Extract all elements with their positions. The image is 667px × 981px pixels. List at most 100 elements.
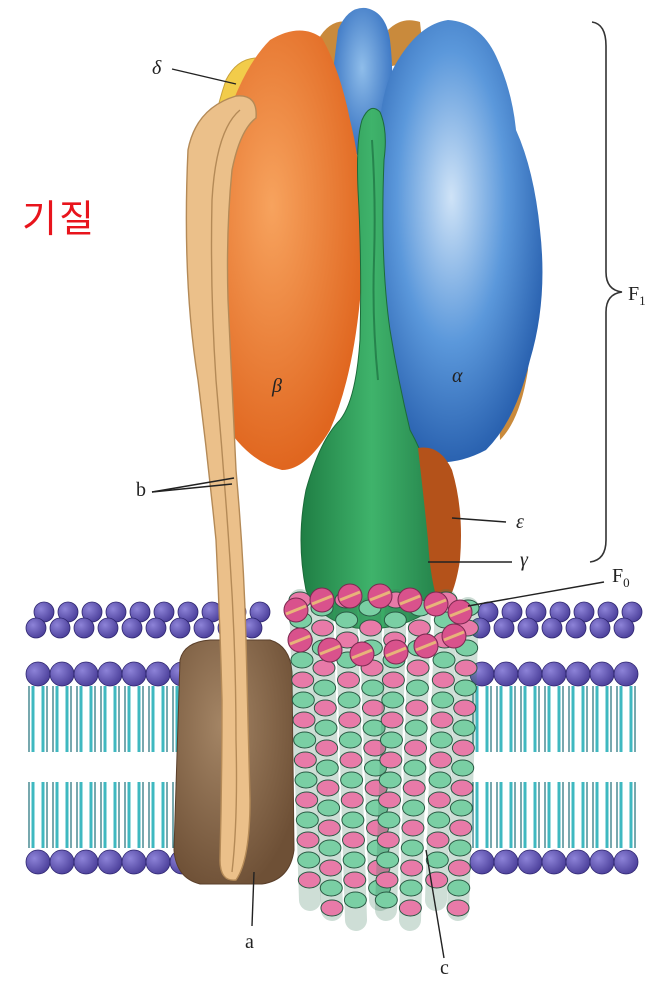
c-helix-turn-green [296,812,318,828]
c-helix-turn-pink [432,672,454,688]
lipid-head [98,850,122,874]
lipid-head [146,662,170,686]
lipid-head [566,850,590,874]
lipid-head [590,618,610,638]
c-helix-turn-green [426,852,448,868]
c-helix-turn-pink [455,660,477,676]
lipid-head [98,662,122,686]
lipid-head [50,662,74,686]
f1-letter: F [628,283,639,305]
lipid-head [494,850,518,874]
c-helix-turn-pink [431,712,453,728]
f0-letter: F [612,565,623,587]
c-helix-turn-green [382,692,404,708]
c-helix-turn-green [298,852,320,868]
c-helix-turn-pink [317,780,339,796]
c-helix-turn-pink [320,860,342,876]
c-helix-turn-green [336,612,358,628]
lipid-head [590,850,614,874]
lipid-head [146,618,166,638]
c-helix-turn-green [452,760,474,776]
c-helix-turn-green [403,800,425,816]
c-helix-turn-pink [340,752,362,768]
c-helix-turn-pink [362,700,384,716]
c-helix-turn-green [316,760,338,776]
c-helix-turn-pink [344,872,366,888]
f0-label: F0 [612,566,630,589]
lipid-head [542,850,566,874]
c-helix-turn-green [400,880,422,896]
beta-label: β [272,376,282,396]
c-helix-turn-pink [428,792,450,808]
epsilon-label: ε [516,512,524,532]
c-helix-turn-green [338,692,360,708]
c-helix-turn-pink [399,900,421,916]
c-helix-turn-pink [360,620,382,636]
c-helix-turn-pink [430,752,452,768]
c-helix-turn-green [380,732,402,748]
lipid-head [566,618,586,638]
lipid-head [590,662,614,686]
c-helix-turn-green [378,812,400,828]
c-helix-turn-pink [403,780,425,796]
c-helix-turn-pink [339,712,361,728]
lipid-head [494,618,514,638]
alpha-label: α [452,366,463,386]
c-helix-turn-pink [314,700,336,716]
lipid-head [470,850,494,874]
lipid-head [74,850,98,874]
c-helix-turn-pink [379,792,401,808]
c-helix-turn-pink [297,832,319,848]
c-helix-turn-pink [313,660,335,676]
c-helix-turn-pink [294,752,316,768]
c-label: c [440,958,449,978]
c-helix-turn-pink [380,752,402,768]
c-helix-turn-pink [292,672,314,688]
c-helix-turn-green [404,760,426,776]
lipid-head [122,850,146,874]
lipid-head [74,662,98,686]
c-helix-turn-green [291,652,313,668]
c-helix-turn-pink [338,672,360,688]
c-helix-turn-green [448,880,470,896]
c-helix-turn-pink [316,740,338,756]
c-helix-turn-pink [451,780,473,796]
c-helix-turn-pink [377,832,399,848]
c-helix-turn-green [433,652,455,668]
c-helix-turn-green [292,692,314,708]
lipid-head [518,618,538,638]
c-helix-turn-green [401,840,423,856]
lipid-head [50,618,70,638]
lipid-head [566,662,590,686]
lipid-head [26,662,50,686]
c-helix-turn-pink [293,712,315,728]
c-helix-turn-pink [296,792,318,808]
c-helix-turn-green [315,720,337,736]
c-helix-turn-pink [376,872,398,888]
c-helix-turn-green [449,840,471,856]
c-helix-turn-green [294,732,316,748]
c-helix-turn-green [339,732,361,748]
lipid-head [122,662,146,686]
c-helix-turn-pink [405,740,427,756]
c-helix-turn-pink [406,700,428,716]
f0-subscript: 0 [623,575,630,590]
c-helix-turn-pink [450,820,472,836]
c-helix-turn-green [432,692,454,708]
c-helix-turn-green [379,772,401,788]
lipid-bilayer-right [470,602,642,874]
c-helix-turn-pink [298,872,320,888]
f1-label: F1 [628,284,646,307]
lipid-head [98,618,118,638]
lipid-head [194,618,214,638]
c-helix-turn-green [375,892,397,908]
c-helix-turn-green [295,772,317,788]
lipid-head [542,662,566,686]
c-helix-turn-green [341,772,363,788]
c-helix-turn-green [342,812,364,828]
delta-label: δ [152,58,161,78]
lipid-head [614,850,638,874]
c-helix-turn-green [344,892,366,908]
c-helix-turn-green [405,720,427,736]
lipid-head [50,850,74,874]
